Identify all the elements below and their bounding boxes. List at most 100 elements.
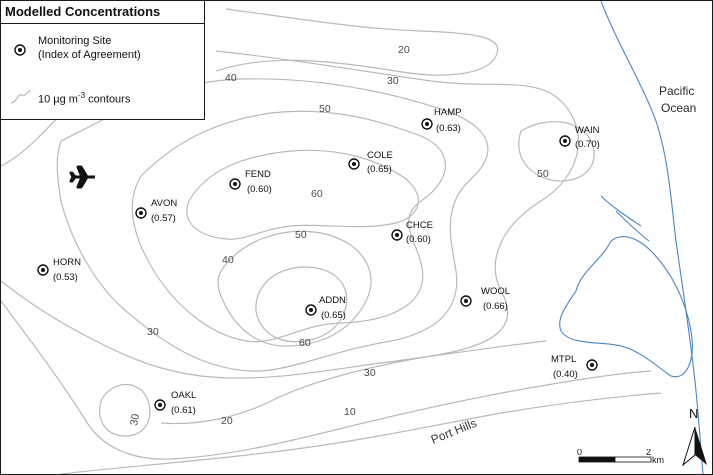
contour-line	[215, 8, 499, 76]
legend-title: Modelled Concentrations	[1, 1, 204, 24]
contour-line	[60, 392, 662, 474]
site-dot	[352, 162, 356, 166]
contour-label: 20	[221, 415, 233, 427]
contour-label: 30	[128, 413, 142, 427]
contour-label: 50	[295, 229, 307, 241]
scale-start: 0	[577, 449, 582, 457]
site-name: WOOL	[481, 286, 510, 297]
contour-line	[160, 50, 579, 425]
legend-site-sublabel: (Index of Agreement)	[38, 49, 141, 61]
legend-site-text: Monitoring Site (Index of Agreement)	[38, 34, 141, 62]
contour-line	[186, 149, 419, 240]
contour-labels: 20 30 40 50 50 60 50 40 30 60 30 30 20 1…	[128, 44, 549, 427]
site-dot	[590, 363, 594, 367]
contour-label: 50	[319, 103, 331, 115]
airplane-icon	[69, 165, 95, 189]
contour-label: 10	[344, 406, 356, 418]
contour-label: 30	[147, 326, 159, 338]
legend-contour-text: 10 µg m-3 contours	[38, 91, 130, 106]
site-cole[interactable]: COLE (0.65)	[348, 150, 393, 175]
scale-segment-black	[578, 456, 616, 463]
contour-line	[217, 230, 372, 347]
contour-label: 60	[311, 188, 323, 200]
contour-line	[1, 300, 652, 460]
scale-unit: km	[652, 455, 664, 465]
site-ioa: (0.53)	[53, 272, 78, 283]
site-oakl[interactable]: OAKL (0.61)	[154, 390, 196, 416]
contour-lines	[1, 8, 662, 474]
site-name: CHCE	[406, 220, 433, 231]
site-avon[interactable]: AVON (0.57)	[135, 198, 177, 224]
site-name: WAIN	[575, 125, 600, 136]
estuary-inlet	[600, 195, 650, 242]
monitoring-site-icon	[14, 44, 26, 56]
contour-label: 20	[398, 44, 410, 56]
site-name: FEND	[245, 169, 271, 180]
site-dot	[41, 268, 45, 272]
estuary-line	[559, 236, 693, 378]
contour-label: 50	[537, 168, 549, 180]
site-name: OAKL	[171, 390, 196, 401]
site-dot	[158, 403, 162, 407]
north-letter: N	[689, 406, 699, 421]
site-ioa: (0.61)	[171, 405, 196, 416]
contour-line	[255, 266, 348, 343]
site-name: AVON	[151, 198, 177, 209]
scale-bar: 0 2 km	[577, 449, 664, 465]
scale-end: 2	[646, 449, 651, 457]
site-dot	[233, 182, 237, 186]
contour-label: 40	[222, 254, 234, 266]
legend-contour-suffix: contours	[85, 93, 131, 106]
contour-label: 40	[225, 72, 237, 84]
site-dot	[464, 299, 468, 303]
north-arrow-icon	[682, 426, 707, 467]
ocean-label-line1: Pacific	[659, 84, 694, 98]
contour-line	[518, 121, 595, 182]
site-ioa: (0.40)	[553, 369, 578, 380]
coastline	[559, 1, 704, 474]
port-hills-label: Port Hills	[429, 416, 479, 447]
site-name: HAMP	[434, 107, 461, 118]
contour-label: 30	[387, 75, 399, 87]
site-name: ADDN	[319, 295, 346, 306]
site-dot	[395, 233, 399, 237]
legend-contour-exponent: -3	[77, 91, 86, 100]
site-ioa: (0.70)	[575, 139, 600, 150]
site-name: MTPL	[551, 354, 576, 365]
contour-line	[56, 78, 489, 372]
site-fend[interactable]: FEND (0.60)	[229, 169, 272, 195]
contour-line	[131, 110, 446, 343]
monitoring-sites: HAMP (0.63) WAIN (0.70) COLE (0.65) FEND…	[37, 107, 600, 416]
legend-contour-label: 10 µg m	[38, 93, 78, 106]
site-hamp[interactable]: HAMP (0.63)	[421, 107, 461, 134]
legend-site-label: Monitoring Site	[38, 35, 112, 47]
contour-label: 60	[299, 337, 311, 349]
site-wain[interactable]: WAIN (0.70)	[559, 125, 600, 150]
site-ioa: (0.60)	[406, 234, 431, 245]
site-dot	[425, 122, 429, 126]
site-chce[interactable]: CHCE (0.60)	[391, 220, 433, 245]
site-ioa: (0.60)	[247, 184, 272, 195]
site-ioa: (0.63)	[436, 123, 461, 134]
coastline-line	[600, 1, 704, 474]
site-ioa: (0.66)	[483, 301, 508, 312]
legend: Modelled Concentrations Monitoring Site …	[1, 1, 205, 120]
site-addn[interactable]: ADDN (0.65)	[305, 295, 346, 321]
site-wool[interactable]: WOOL (0.66)	[460, 286, 510, 312]
site-horn[interactable]: HORN (0.53)	[37, 257, 81, 283]
contour-swatch-icon	[10, 90, 32, 104]
contour-label: 30	[364, 367, 376, 379]
site-name: HORN	[53, 257, 81, 268]
site-mtpl[interactable]: MTPL (0.40)	[551, 354, 598, 380]
site-ioa: (0.57)	[151, 213, 176, 224]
contour-line	[99, 383, 151, 437]
site-ioa: (0.65)	[321, 310, 346, 321]
site-dot	[139, 211, 143, 215]
ocean-label-line2: Ocean	[661, 101, 696, 115]
site-dot	[563, 139, 567, 143]
site-dot	[309, 308, 313, 312]
site-name: COLE	[367, 150, 393, 161]
scale-segment-white	[614, 456, 652, 463]
